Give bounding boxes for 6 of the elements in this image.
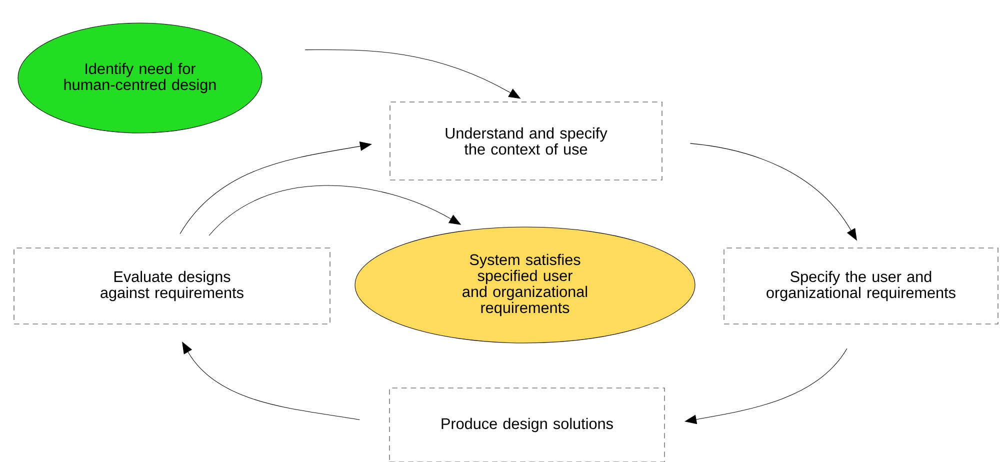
process-box: Evaluate designs against requirements (14, 248, 330, 324)
process-box: Specify the user and organizational requirements (724, 248, 998, 324)
arrow (180, 142, 372, 234)
process-box: Produce design solutions (389, 388, 665, 462)
arrow (182, 342, 360, 420)
process-box: Understand and specify the context of use (390, 102, 662, 180)
